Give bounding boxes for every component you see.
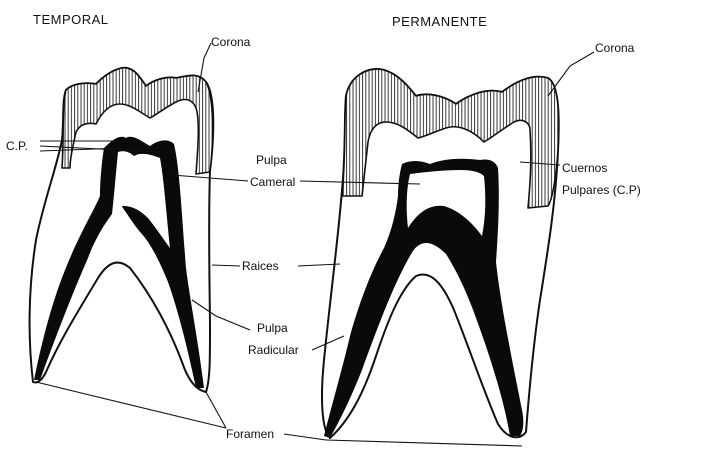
label-raices: Raices [242,259,279,273]
label-cuernos-2: Pulpares (C.P) [562,183,641,197]
temporal-tooth [30,68,214,392]
leader-foramen-right-2 [326,440,522,446]
heading-permanente: PERMANENTE [392,14,487,29]
temporal-tooth-outline [30,68,214,392]
label-pulpa-cameral-1: Pulpa [256,153,287,167]
label-pulpa-radicular-2: Radicular [248,343,299,357]
label-cp: C.P. [6,139,28,153]
permanente-tooth [322,69,559,438]
label-foramen: Foramen [226,427,274,441]
label-corona-left: Corona [211,35,251,49]
label-cuernos-1: Cuernos [562,161,607,175]
leader-foramen-left-2 [206,392,226,428]
leader-raices-left [212,265,240,266]
label-pulpa-radicular-1: Pulpa [257,321,288,335]
heading-temporal: TEMPORAL [33,12,109,27]
label-corona-right: Corona [595,41,635,55]
leader-foramen-right-1 [284,434,326,440]
label-pulpa-cameral-2: Cameral [250,175,295,189]
